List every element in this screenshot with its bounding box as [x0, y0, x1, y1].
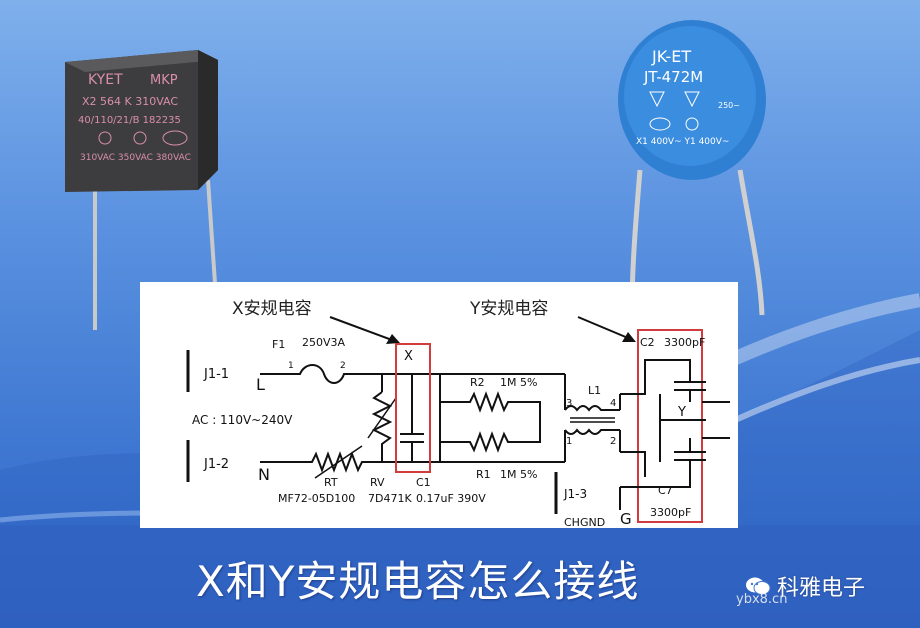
x-cap-brand: KYET — [88, 72, 123, 88]
j1-2-label: J1-2 — [203, 457, 229, 472]
fuse-rating: 250V3A — [302, 336, 346, 349]
line-n-label: N — [258, 465, 270, 484]
x-cap-type: MKP — [150, 73, 178, 88]
rv-varistor — [371, 391, 393, 462]
y-cap-highlight-box — [637, 329, 703, 523]
x-cap-cert-marks — [98, 130, 188, 146]
rv-ref: RV — [370, 476, 385, 489]
c2-value: 3300pF — [664, 336, 705, 349]
schematic-diagram: X安规电容 Y安规电容 J1-1 J1-2 L N AC : 110V~240V… — [140, 282, 738, 528]
y-cap-bottom: X1 400V~ Y1 400V~ — [636, 137, 729, 147]
c7-value: 3300pF — [650, 506, 691, 519]
x-symbol-label: X — [404, 349, 413, 364]
y-cap-small: 250~ — [718, 101, 740, 110]
l1-pin4: 4 — [610, 398, 616, 409]
fuse-pin2: 2 — [340, 361, 346, 371]
l1-pin3: 3 — [566, 398, 572, 409]
y-capacitor-photo: JK-ET JT-472M 250~ X1 400V~ Y1 400V~ — [618, 20, 766, 316]
line-n-wire — [260, 451, 565, 473]
y-callout: Y安规电容 — [469, 299, 548, 319]
chgnd-label: CHGND — [564, 516, 605, 528]
rv-part: 7D471K — [368, 492, 412, 505]
l1-ref: L1 — [588, 384, 601, 397]
wechat-icon — [746, 577, 771, 595]
y-cap-line2: JT-472M — [643, 68, 703, 86]
x-capacitor-photo: KYET MKP X2 564 K 310VAC 40/110/21/B 182… — [65, 50, 220, 330]
rt-ref: RT — [324, 476, 338, 489]
y-cap-line1: JK-ET — [651, 47, 691, 66]
j1-1-label: J1-1 — [203, 367, 229, 382]
y-cap-cert-marks — [649, 91, 700, 131]
c7-ref: C7 — [658, 484, 673, 497]
x-callout: X安规电容 — [232, 299, 312, 319]
line-l-wire — [260, 364, 565, 384]
r2-ref: R2 — [470, 376, 485, 389]
bleeder-resistors — [440, 391, 541, 453]
rt-part: MF72-05D100 — [278, 492, 355, 505]
r1-ref: R1 — [476, 468, 491, 481]
l1-choke-bottom — [564, 428, 620, 435]
c2-ref: C2 — [640, 336, 655, 349]
ground-g-label: G — [620, 510, 632, 528]
c1-value: 0.17uF 390V — [416, 492, 486, 505]
fuse-ref: F1 — [272, 338, 285, 351]
x-cap-highlight-box — [395, 343, 431, 473]
page-title: X和Y安规电容怎么接线 — [196, 557, 640, 606]
r1-value: 1M 5% — [500, 468, 537, 481]
fuse-pin1: 1 — [288, 361, 294, 371]
x-cap-line2: X2 564 K 310VAC — [82, 95, 178, 108]
l1-pin2: 2 — [610, 436, 616, 447]
x-cap-line4: 310VAC 350VAC 380VAC — [80, 153, 191, 163]
x-callout-arrow — [329, 316, 393, 341]
y-callout-arrow — [577, 316, 629, 339]
x-cap-line3: 40/110/21/B 182235 — [78, 115, 181, 126]
brand-badge: 科雅电子 — [745, 570, 865, 602]
j1-3-label: J1-3 — [563, 487, 587, 501]
y-symbol-label: Y — [677, 405, 686, 420]
r2-value: 1M 5% — [500, 376, 537, 389]
ac-label: AC : 110V~240V — [192, 413, 293, 427]
c1-ref: C1 — [416, 476, 431, 489]
l1-choke-top — [564, 405, 620, 412]
line-l-label: L — [256, 375, 265, 394]
watermark-url: ybx8.cn — [736, 592, 788, 607]
brand-name: 科雅电子 — [777, 576, 866, 601]
l1-pin1: 1 — [566, 436, 572, 447]
